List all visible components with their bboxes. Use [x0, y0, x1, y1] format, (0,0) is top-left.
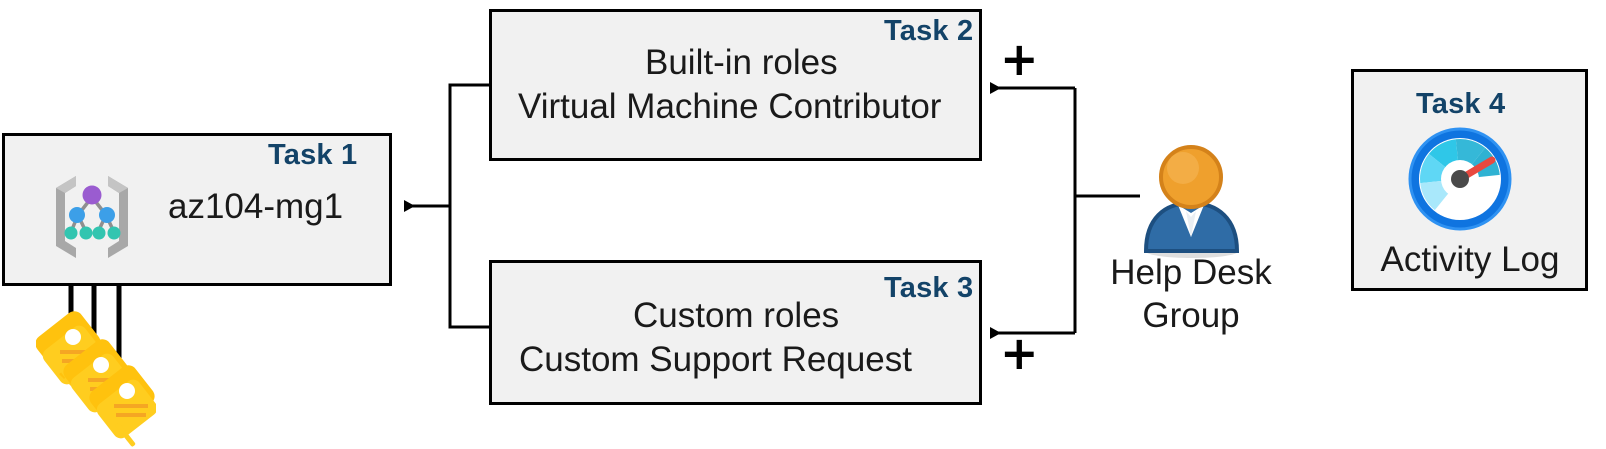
activity-log-gauge-icon	[1407, 126, 1513, 232]
left-bracket-connector	[404, 83, 489, 329]
user-group-icon	[1134, 141, 1249, 259]
task4-title: Activity Log	[1380, 240, 1560, 279]
task4-badge: Task 4	[1416, 88, 1506, 120]
task2-plus-symbol: +	[1000, 32, 1039, 86]
helpdesk-caption-line2: Group	[1142, 296, 1240, 335]
task2-line2: Virtual Machine Contributor	[518, 87, 942, 126]
task3-box[interactable]	[489, 260, 982, 405]
task2-line1: Built-in roles	[645, 43, 838, 82]
key-3	[89, 365, 158, 447]
keys-icon	[35, 310, 158, 449]
task3-badge: Task 3	[884, 272, 974, 304]
helpdesk-caption-line1: Help Desk	[1110, 253, 1272, 292]
management-group-icon	[46, 170, 138, 262]
task3-plus-symbol: +	[1000, 326, 1039, 380]
task1-title: az104-mg1	[168, 187, 344, 226]
task1-badge: Task 1	[268, 139, 358, 171]
task2-badge: Task 2	[884, 15, 974, 47]
task3-line1: Custom roles	[633, 296, 840, 335]
task2-box[interactable]	[489, 9, 982, 161]
task1-box[interactable]	[2, 133, 392, 286]
task3-line2: Custom Support Request	[519, 340, 912, 379]
